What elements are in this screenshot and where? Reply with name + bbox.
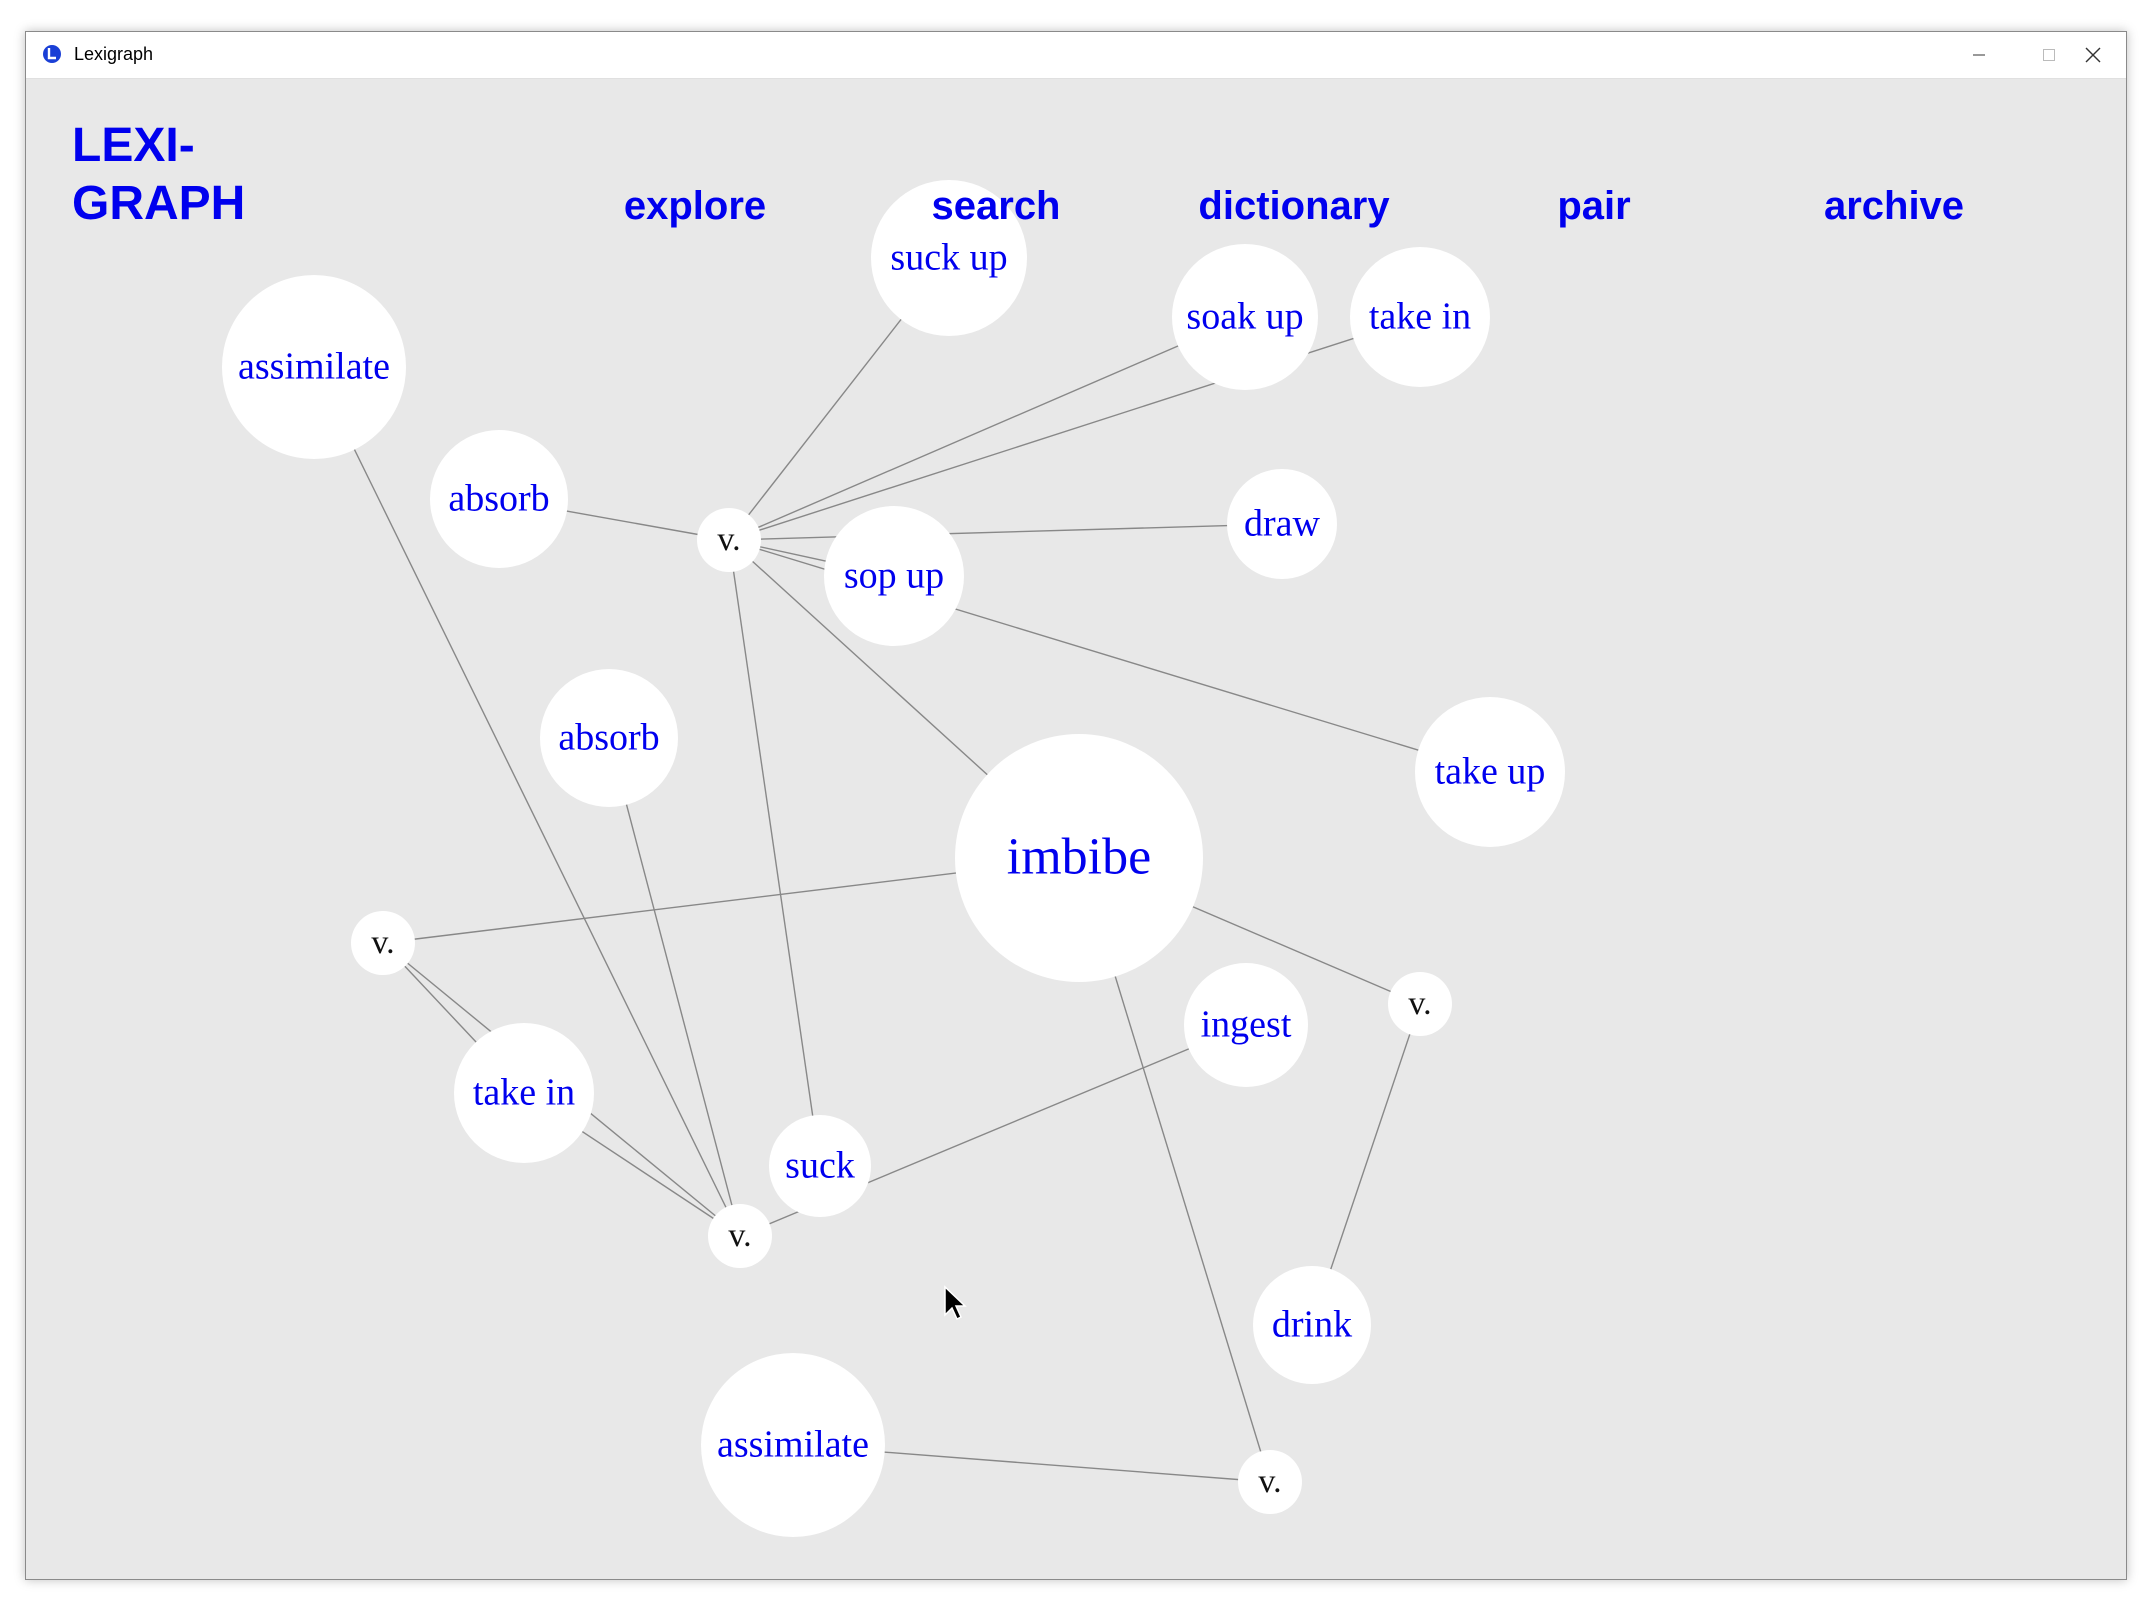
maximize-icon bbox=[2043, 49, 2055, 61]
node-circle bbox=[955, 734, 1203, 982]
node-circle bbox=[430, 430, 568, 568]
node-circle bbox=[1238, 1450, 1302, 1514]
word-node[interactable]: absorb bbox=[540, 669, 678, 807]
word-node[interactable]: draw bbox=[1227, 469, 1337, 579]
node-label: draw bbox=[1244, 502, 1321, 544]
word-node[interactable]: drink bbox=[1253, 1266, 1371, 1384]
node-circle bbox=[871, 180, 1027, 336]
node-circle bbox=[1184, 963, 1308, 1087]
node-circle bbox=[351, 911, 415, 975]
node-circle bbox=[222, 275, 406, 459]
node-label: take up bbox=[1435, 750, 1546, 792]
node-circle bbox=[769, 1115, 871, 1217]
minimize-button[interactable] bbox=[1944, 32, 2014, 78]
logo-line-2: GRAPH bbox=[72, 177, 246, 230]
node-label: v. bbox=[1408, 985, 1431, 1022]
node-label: absorb bbox=[448, 477, 549, 519]
nav-dictionary[interactable]: dictionary bbox=[1198, 184, 1390, 228]
node-label: v. bbox=[717, 521, 740, 558]
node-label: suck up bbox=[890, 236, 1007, 278]
close-button[interactable] bbox=[2058, 32, 2126, 78]
minimize-icon bbox=[1973, 54, 1985, 56]
node-circle bbox=[1227, 469, 1337, 579]
pos-node[interactable]: v. bbox=[1388, 972, 1452, 1036]
app-content: imbibe v. v. v. v. v. suck up soak up take in ass… bbox=[26, 79, 2126, 1579]
node-label: suck bbox=[785, 1144, 855, 1186]
title-bar[interactable]: Lexigraph bbox=[26, 32, 2126, 79]
pos-node[interactable]: v. bbox=[708, 1204, 772, 1268]
node-label: sop up bbox=[844, 554, 944, 596]
node-circle bbox=[824, 506, 964, 646]
nav-pair[interactable]: pair bbox=[1557, 184, 1631, 228]
node-circle bbox=[701, 1353, 885, 1537]
pos-node[interactable]: v. bbox=[697, 508, 761, 572]
node-label: assimilate bbox=[717, 1423, 869, 1465]
pos-node[interactable]: v. bbox=[1238, 1450, 1302, 1514]
lexigraph-logo[interactable]: LEXI- GRAPH bbox=[72, 117, 245, 233]
graph-edge bbox=[608, 737, 741, 1237]
word-node[interactable]: take in bbox=[1350, 247, 1490, 387]
node-circle bbox=[697, 508, 761, 572]
pos-node[interactable]: v. bbox=[351, 911, 415, 975]
word-node[interactable]: assimilate bbox=[222, 275, 406, 459]
node-circle bbox=[1253, 1266, 1371, 1384]
word-node[interactable]: take up bbox=[1415, 697, 1565, 847]
node-circle bbox=[1172, 244, 1318, 390]
mouse-cursor-icon bbox=[944, 1285, 967, 1321]
node-circle bbox=[708, 1204, 772, 1268]
graph-edge bbox=[728, 523, 1283, 541]
node-circle bbox=[1350, 247, 1490, 387]
graph-edge bbox=[728, 316, 1246, 541]
nav-search[interactable]: search bbox=[931, 184, 1061, 228]
node-circle bbox=[540, 669, 678, 807]
app-window: Lexigraph imbibe v. v. v. v. v. suck up soak up… bbox=[25, 31, 2127, 1580]
word-graph: imbibe v. v. v. v. v. suck up soak up take in ass… bbox=[222, 180, 1565, 1537]
node-circle bbox=[1388, 972, 1452, 1036]
nav-explore[interactable]: explore bbox=[623, 184, 767, 228]
node-label: take in bbox=[473, 1071, 575, 1113]
graph-edge bbox=[728, 539, 821, 1167]
node-label: imbibe bbox=[1007, 829, 1151, 886]
close-icon bbox=[2085, 47, 2101, 63]
node-label: drink bbox=[1272, 1303, 1352, 1345]
word-node[interactable]: absorb bbox=[430, 430, 568, 568]
word-node[interactable]: suck bbox=[769, 1115, 871, 1217]
word-node[interactable]: take in bbox=[454, 1023, 594, 1163]
word-node[interactable]: suck up bbox=[871, 180, 1027, 336]
word-node[interactable]: ingest bbox=[1184, 963, 1308, 1087]
nav-archive[interactable]: archive bbox=[1823, 184, 1965, 228]
lexigraph-app-icon bbox=[43, 45, 61, 63]
maximize-button[interactable] bbox=[2014, 32, 2084, 78]
window-title: Lexigraph bbox=[74, 44, 154, 64]
logo-line-1: LEXI- bbox=[72, 119, 195, 172]
node-circle bbox=[454, 1023, 594, 1163]
node-label: assimilate bbox=[238, 345, 390, 387]
node-label: take in bbox=[1369, 295, 1471, 337]
word-node[interactable]: sop up bbox=[824, 506, 964, 646]
node-label: v. bbox=[728, 1217, 751, 1254]
word-node[interactable]: soak up bbox=[1172, 244, 1318, 390]
node-label: v. bbox=[371, 924, 394, 961]
node-label: soak up bbox=[1186, 295, 1303, 337]
node-label: ingest bbox=[1201, 1003, 1292, 1045]
node-label: v. bbox=[1258, 1463, 1281, 1500]
word-node[interactable]: assimilate bbox=[701, 1353, 885, 1537]
node-circle bbox=[1415, 697, 1565, 847]
node-label: absorb bbox=[558, 716, 659, 758]
center-word-node[interactable]: imbibe bbox=[955, 734, 1203, 982]
graph-edge bbox=[313, 366, 741, 1237]
